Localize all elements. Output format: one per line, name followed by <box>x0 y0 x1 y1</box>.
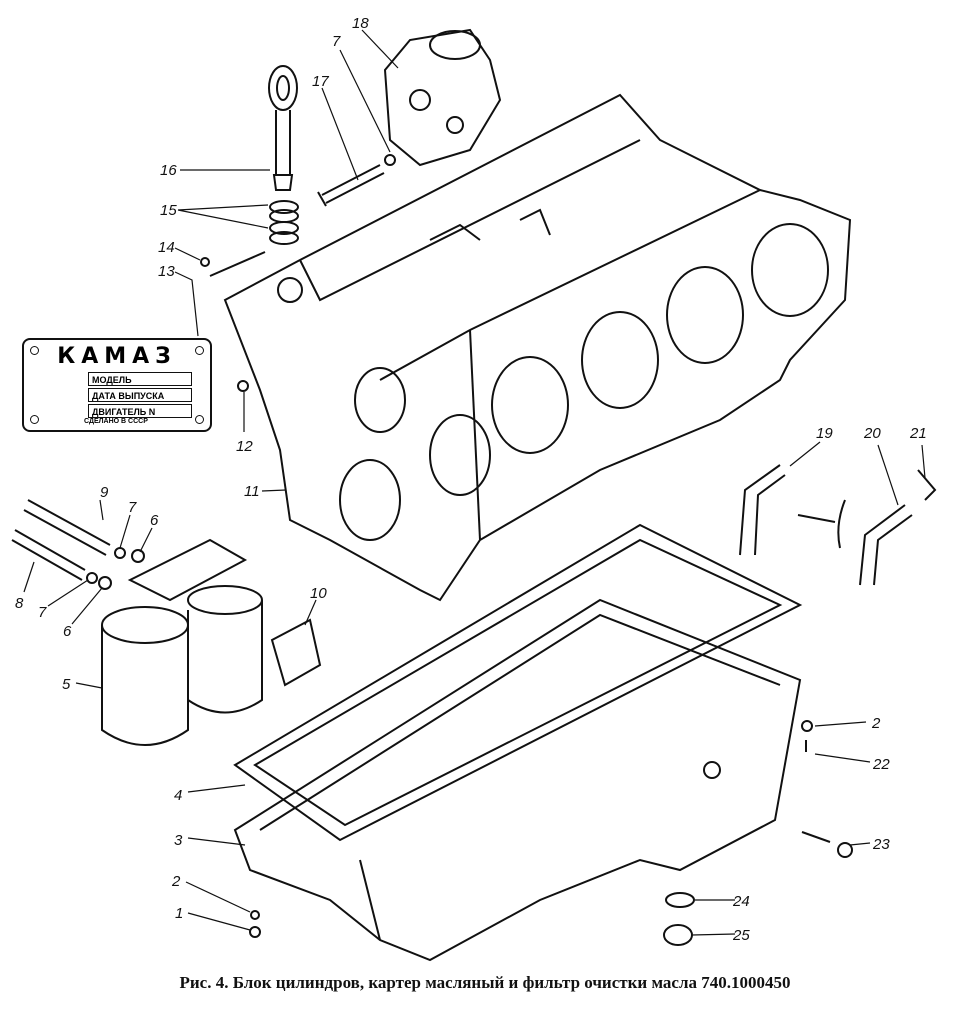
figure-caption: Рис. 4. Блок цилиндров, картер масляный … <box>179 973 791 992</box>
callout-1: 1 <box>175 905 183 922</box>
callout-17: 17 <box>312 73 329 90</box>
callout-4: 4 <box>174 787 182 804</box>
callout-10: 10 <box>310 585 327 602</box>
callout-25: 25 <box>732 927 750 944</box>
callout-13: 13 <box>158 263 175 280</box>
plate-row-date: ДАТА ВЫПУСКА <box>88 388 192 402</box>
callout-7c: 7 <box>38 604 47 621</box>
plate-brand: КАМАЗ <box>57 344 177 369</box>
plate-hole <box>195 415 204 424</box>
oil-pan-gasket <box>233 523 803 842</box>
bolt-9 <box>23 499 111 556</box>
callout-11: 11 <box>244 483 260 500</box>
callout-labels: 18 17 7 16 15 14 13 12 11 19 20 21 9 7 6… <box>15 15 927 944</box>
cylinder-block <box>223 93 852 602</box>
callout-2: 2 <box>171 873 181 890</box>
callout-8: 8 <box>15 595 24 612</box>
washer-7 <box>384 154 396 166</box>
hose-19 <box>739 464 786 556</box>
fitting-21 <box>917 469 937 501</box>
callout-9: 9 <box>100 484 109 501</box>
hose-20 <box>859 504 913 586</box>
plate-footer: СДЕЛАНО В СССР <box>84 418 148 425</box>
plate-hole <box>30 415 39 424</box>
callout-5: 5 <box>62 676 71 693</box>
callout-7b: 7 <box>128 499 137 516</box>
callout-12: 12 <box>236 438 253 455</box>
callout-20: 20 <box>863 425 881 442</box>
plate-row-model: МОДЕЛЬ <box>88 372 192 386</box>
callout-22: 22 <box>872 756 890 773</box>
callout-3: 3 <box>174 832 183 849</box>
callout-21: 21 <box>909 425 927 442</box>
leader-lines <box>23 29 926 936</box>
callout-19: 19 <box>816 425 833 442</box>
nameplate: КАМАЗ МОДЕЛЬ ДАТА ВЫПУСКА ДВИГАТЕЛЬ N СД… <box>22 338 212 432</box>
arrow <box>797 499 846 549</box>
callout-6b: 6 <box>63 623 72 640</box>
gasket-10 <box>270 618 322 687</box>
plate-row-engine: ДВИГАТЕЛЬ N <box>88 404 192 418</box>
callout-2b: 2 <box>871 715 881 732</box>
plate-hole <box>30 346 39 355</box>
grommets <box>269 200 299 245</box>
bolt-17 <box>317 164 385 207</box>
callout-18: 18 <box>352 15 369 32</box>
callout-23: 23 <box>872 836 890 853</box>
callout-6: 6 <box>150 512 159 529</box>
callout-16: 16 <box>160 162 177 179</box>
callout-15: 15 <box>160 202 177 219</box>
bolt-8 <box>11 529 86 581</box>
callout-7: 7 <box>332 33 341 50</box>
callout-14: 14 <box>158 239 175 256</box>
oil-filter <box>101 538 263 746</box>
oil-pan <box>233 598 802 962</box>
plate-hole <box>195 346 204 355</box>
oil-filter-housing <box>383 28 502 167</box>
callout-24: 24 <box>732 893 750 910</box>
dipstick <box>268 65 298 191</box>
